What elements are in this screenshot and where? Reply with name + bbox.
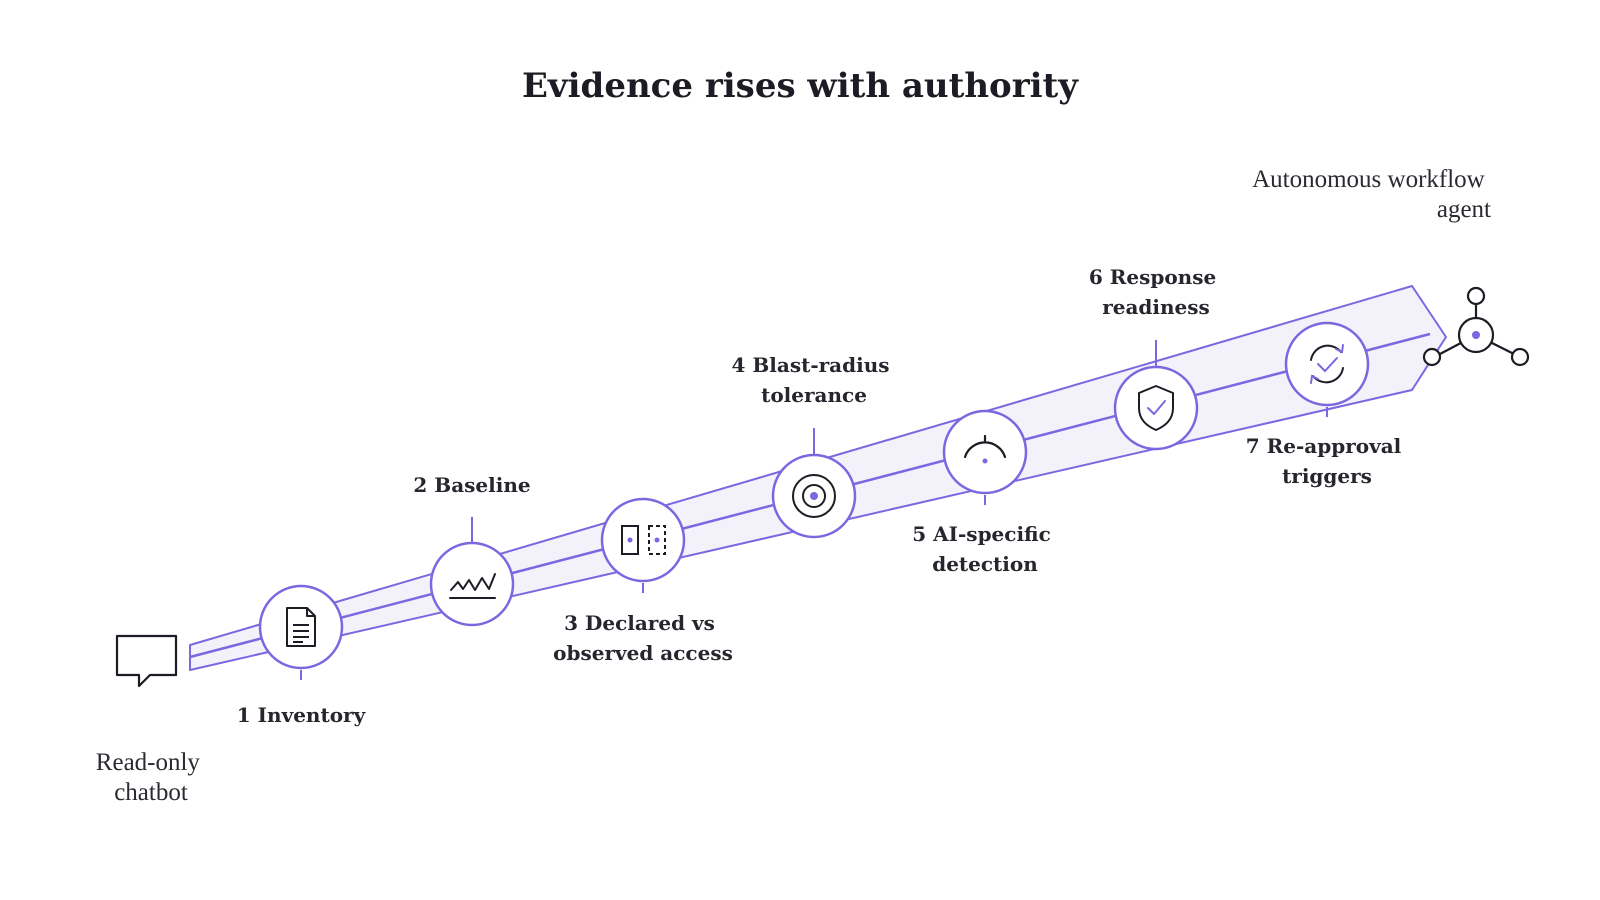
trend-line-icon	[449, 573, 496, 599]
refresh-check-icon	[1310, 344, 1344, 384]
step-node	[600, 497, 686, 583]
step-label: 1 Inventory	[237, 703, 367, 727]
start-label-line-1: Read-only	[96, 749, 201, 776]
end-label: Autonomous workflow agent	[1252, 166, 1491, 223]
diagram-title: Evidence rises with authority	[522, 66, 1079, 106]
step-3: 3 Declared vs observed access	[553, 497, 733, 665]
step-5: 5 AI-specific detection	[912, 409, 1057, 576]
step-label: 3 Declared vs observed access	[553, 611, 733, 665]
step-node	[258, 584, 344, 670]
start-label-line-2: chatbot	[114, 779, 188, 806]
step-label: 6 Response readiness	[1089, 265, 1223, 319]
radar-arc-icon	[963, 434, 1007, 464]
step-1: 1 Inventory	[237, 584, 367, 727]
step-6: 6 Response readiness	[1089, 265, 1223, 451]
step-label: 5 AI-specific detection	[912, 522, 1057, 576]
end-label-line-2: agent	[1437, 196, 1491, 223]
chat-bubble-icon	[115, 634, 178, 688]
target-icon	[792, 474, 836, 518]
step-label: 7 Re-approval triggers	[1246, 434, 1408, 488]
document-icon	[286, 607, 316, 647]
step-label: 4 Blast-radius tolerance	[732, 353, 897, 407]
start-label: Read-only chatbot	[96, 749, 206, 806]
compare-panels-icon	[621, 525, 666, 555]
agent-network-icon	[1422, 286, 1530, 367]
step-label: 2 Baseline	[413, 473, 530, 497]
step-2: 2 Baseline	[413, 473, 531, 627]
step-node	[942, 409, 1028, 495]
step-7: 7 Re-approval triggers	[1246, 321, 1408, 488]
shield-check-icon	[1138, 385, 1174, 431]
step-4: 4 Blast-radius tolerance	[732, 353, 897, 539]
end-label-line-1: Autonomous workflow	[1252, 166, 1485, 193]
step-node	[1113, 365, 1199, 451]
step-node	[1284, 321, 1370, 407]
